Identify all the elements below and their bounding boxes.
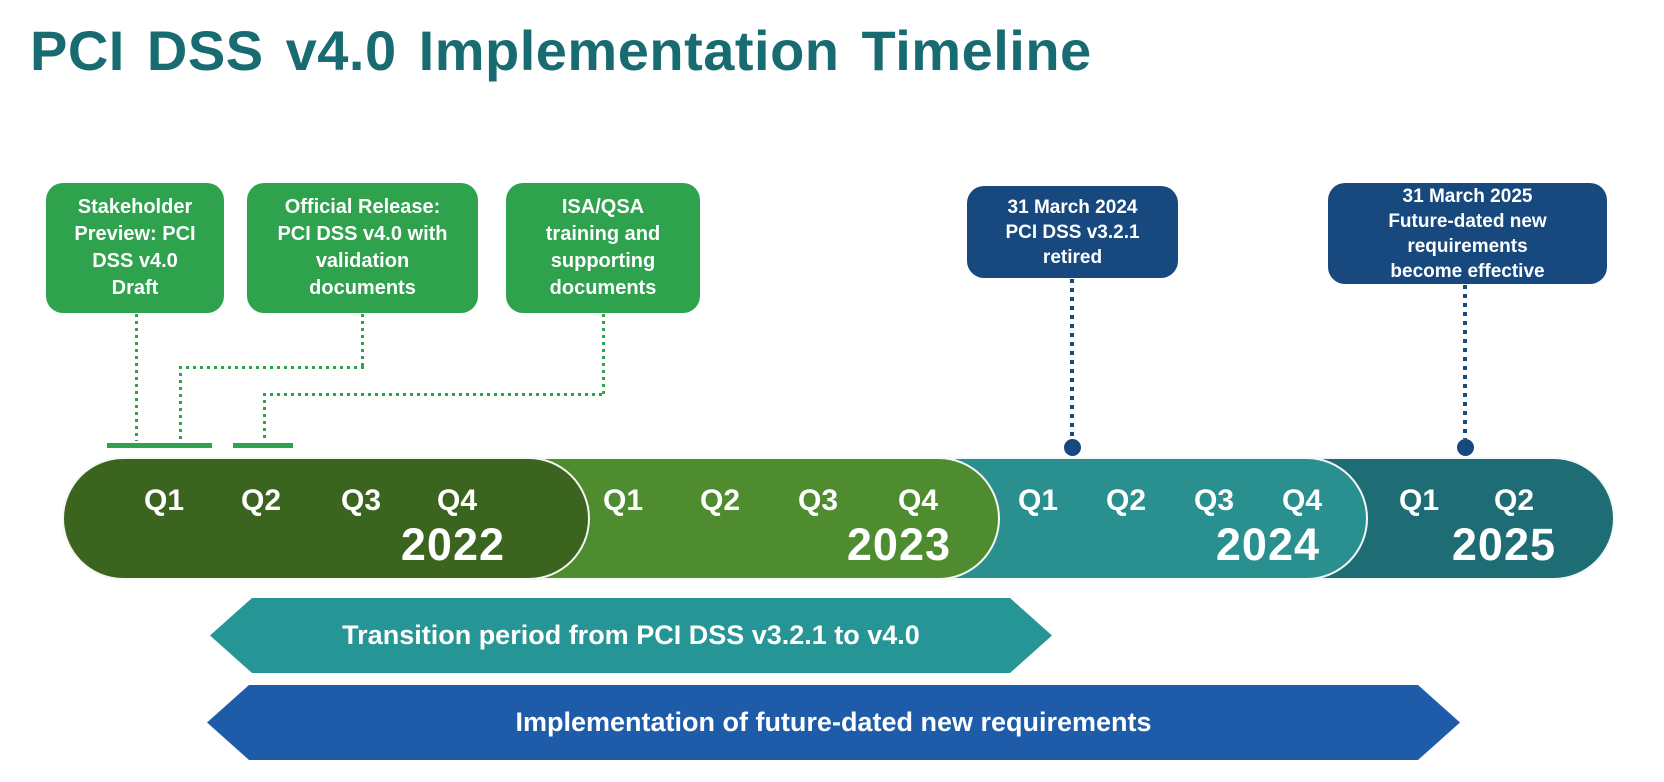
connector-stakeholder-preview <box>135 314 138 441</box>
connector-official-release-drop <box>179 366 182 441</box>
implementation-arrow: Implementation of future-dated new requi… <box>207 685 1460 760</box>
timeline-dot-31-march-2024 <box>1064 439 1081 456</box>
connector-v321-retired <box>1070 279 1074 439</box>
quarter-label: Q2 <box>699 484 741 517</box>
implementation-label: Implementation of future-dated new requi… <box>515 707 1152 737</box>
quarter-label: Q4 <box>436 484 478 517</box>
connector-official-release-horizontal <box>179 366 364 369</box>
year-label-2024: 2024 <box>1215 519 1320 570</box>
quarter-label: Q1 <box>143 484 185 517</box>
quarter-label: Q1 <box>1398 484 1440 517</box>
timeline-marker-bar-q2-2022 <box>233 443 293 448</box>
event-box-stakeholder-preview: Stakeholder Preview: PCI DSS v4.0 Draft <box>46 183 224 313</box>
quarter-label: Q4 <box>1281 484 1323 517</box>
quarter-label: Q2 <box>1493 484 1535 517</box>
year-label-2025: 2025 <box>1451 519 1556 570</box>
connector-isa-qsa-drop <box>263 393 266 441</box>
year-label-2022: 2022 <box>400 519 505 570</box>
quarter-label: Q2 <box>240 484 282 517</box>
event-box-isa-qsa-training: ISA/QSA training and supporting document… <box>506 183 700 313</box>
transition-period-label: Transition period from PCI DSS v3.2.1 to… <box>342 620 920 650</box>
year-label-2023: 2023 <box>846 519 951 570</box>
timeline-dot-31-march-2025 <box>1457 439 1474 456</box>
connector-isa-qsa-stub <box>602 314 605 395</box>
connector-isa-qsa-horizontal <box>263 393 605 396</box>
transition-period-arrow: Transition period from PCI DSS v3.2.1 to… <box>210 598 1052 673</box>
timeline-segment-2022: Q1 Q2 Q3 Q4 2022 <box>62 457 590 580</box>
quarter-label: Q1 <box>602 484 644 517</box>
event-box-future-dated-effective: 31 March 2025 Future-dated new requireme… <box>1328 183 1607 284</box>
event-box-v321-retired: 31 March 2024 PCI DSS v3.2.1 retired <box>967 186 1178 278</box>
quarter-label: Q3 <box>340 484 382 517</box>
quarter-label: Q4 <box>897 484 939 517</box>
timeline-marker-bar-q1-2022 <box>107 443 212 448</box>
connector-official-release-stub <box>361 314 364 368</box>
quarter-label: Q3 <box>1193 484 1235 517</box>
quarter-label: Q2 <box>1105 484 1147 517</box>
event-box-official-release: Official Release: PCI DSS v4.0 with vali… <box>247 183 478 313</box>
page-title: PCI DSS v4.0 Implementation Timeline <box>30 19 1092 82</box>
quarter-label: Q3 <box>797 484 839 517</box>
quarter-label: Q1 <box>1017 484 1059 517</box>
connector-future-dated <box>1463 285 1467 439</box>
